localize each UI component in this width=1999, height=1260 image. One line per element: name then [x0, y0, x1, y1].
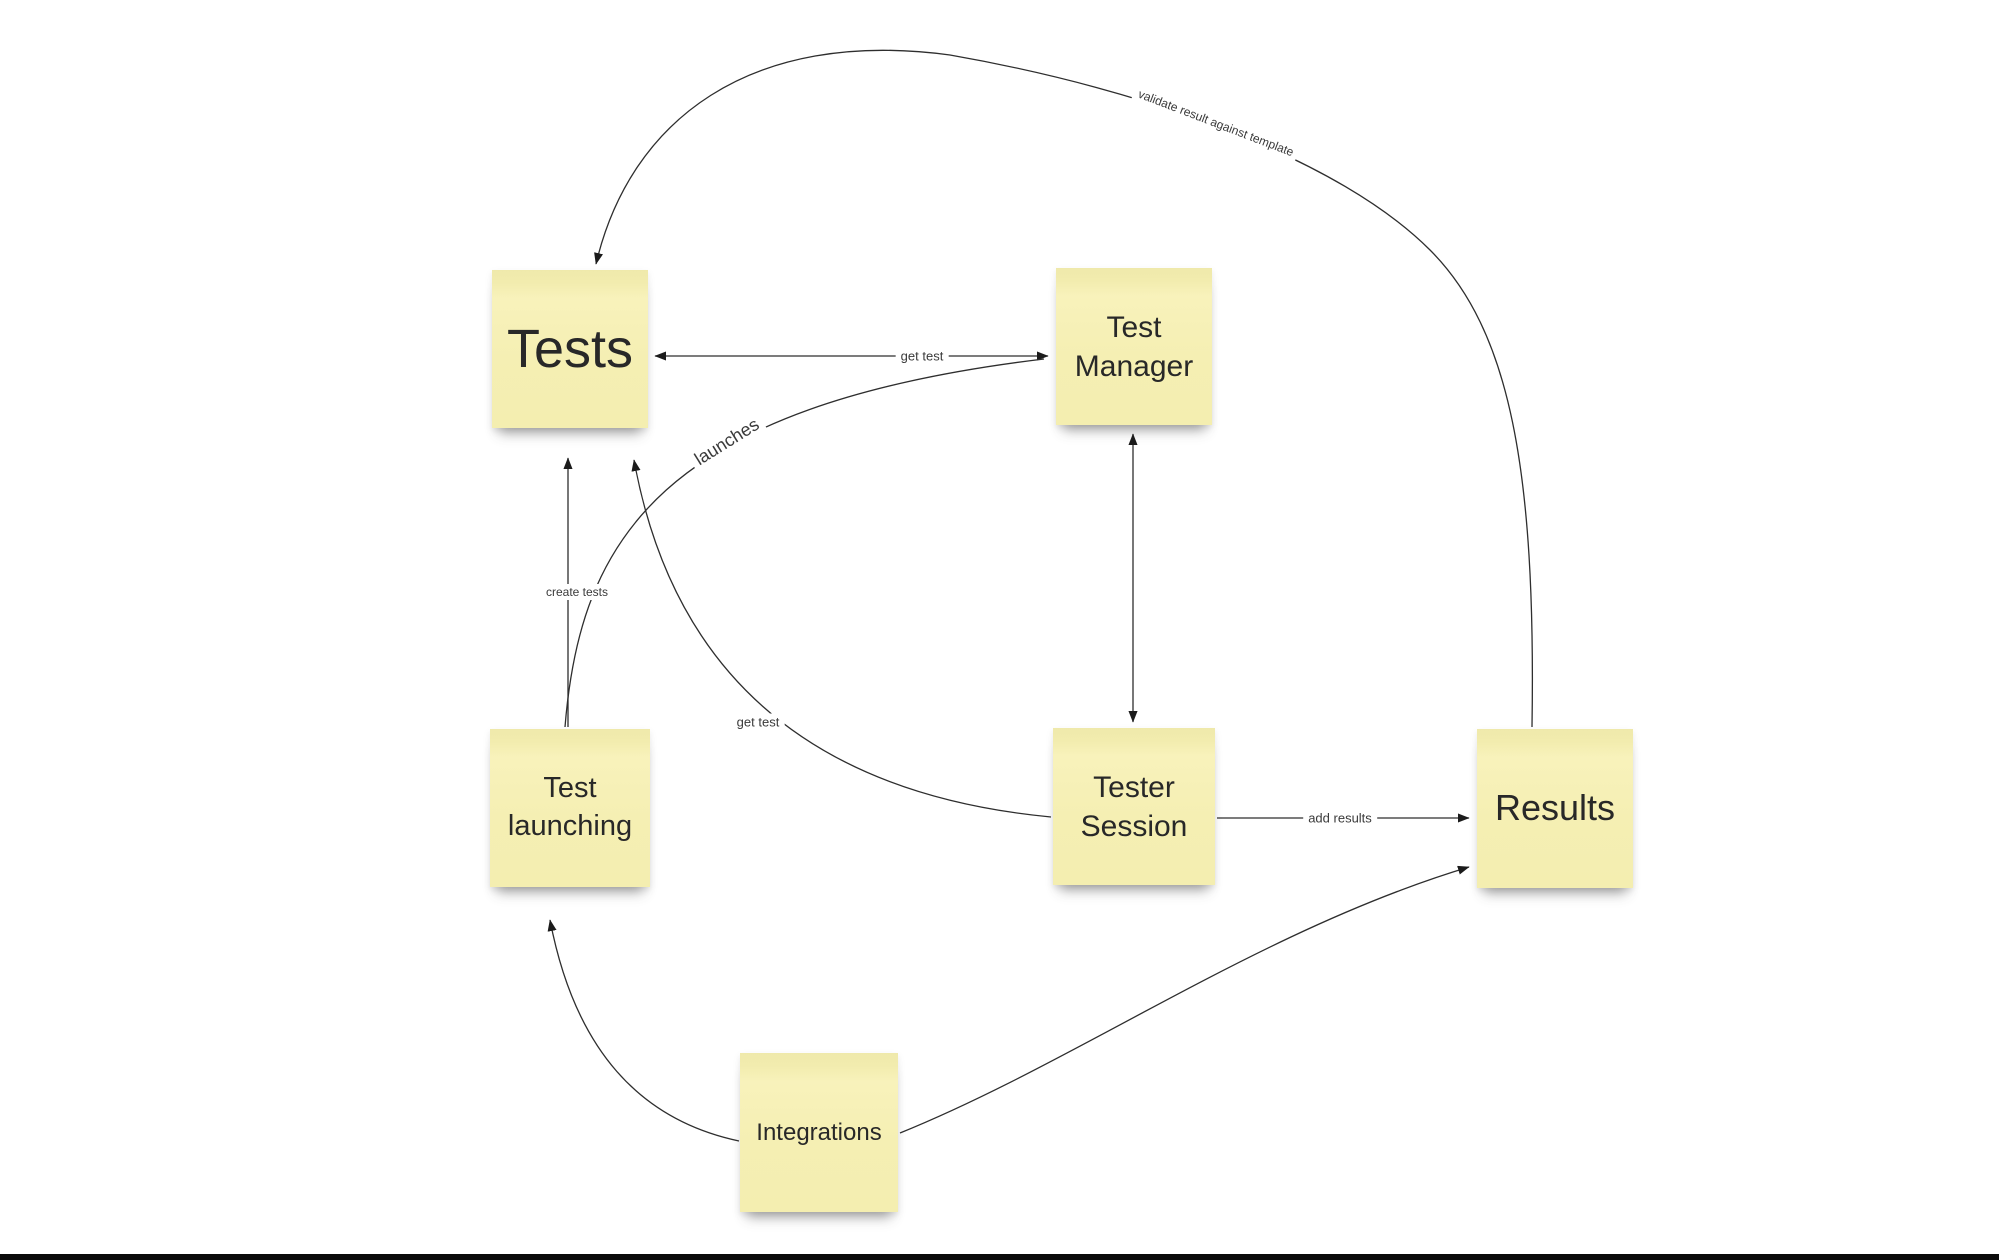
note-test-launching-label: Test launching	[507, 772, 633, 842]
bottom-border-bar	[0, 1254, 1999, 1260]
note-test-launching[interactable]: Test launching	[490, 729, 650, 887]
note-integrations-label: Integrations	[756, 1118, 882, 1146]
note-test-manager-label: Test Manager	[1074, 310, 1194, 383]
edge-label-add-results[interactable]: add results	[1303, 809, 1377, 827]
note-integrations[interactable]: Integrations	[740, 1053, 898, 1212]
edge-label-get-test-bottom[interactable]: get test	[731, 713, 785, 731]
edge-get-test-bottom[interactable]	[631, 459, 1052, 818]
note-test-manager[interactable]: Test Manager	[1056, 268, 1212, 425]
edge-integrations-results[interactable]	[899, 865, 1470, 1134]
note-tester-session[interactable]: Tester Session	[1053, 728, 1215, 885]
edge-label-create-tests[interactable]: create tests	[540, 584, 614, 600]
note-tests[interactable]: Tests	[492, 270, 648, 428]
edge-integrations-launching[interactable]	[547, 919, 740, 1142]
note-results-label: Results	[1494, 787, 1616, 829]
edge-label-get-test-top[interactable]: get test	[895, 347, 949, 365]
note-tests-label: Tests	[506, 318, 634, 379]
edge-launches[interactable]	[564, 358, 1045, 728]
note-results[interactable]: Results	[1477, 729, 1633, 888]
note-tester-session-label: Tester Session	[1080, 770, 1188, 843]
